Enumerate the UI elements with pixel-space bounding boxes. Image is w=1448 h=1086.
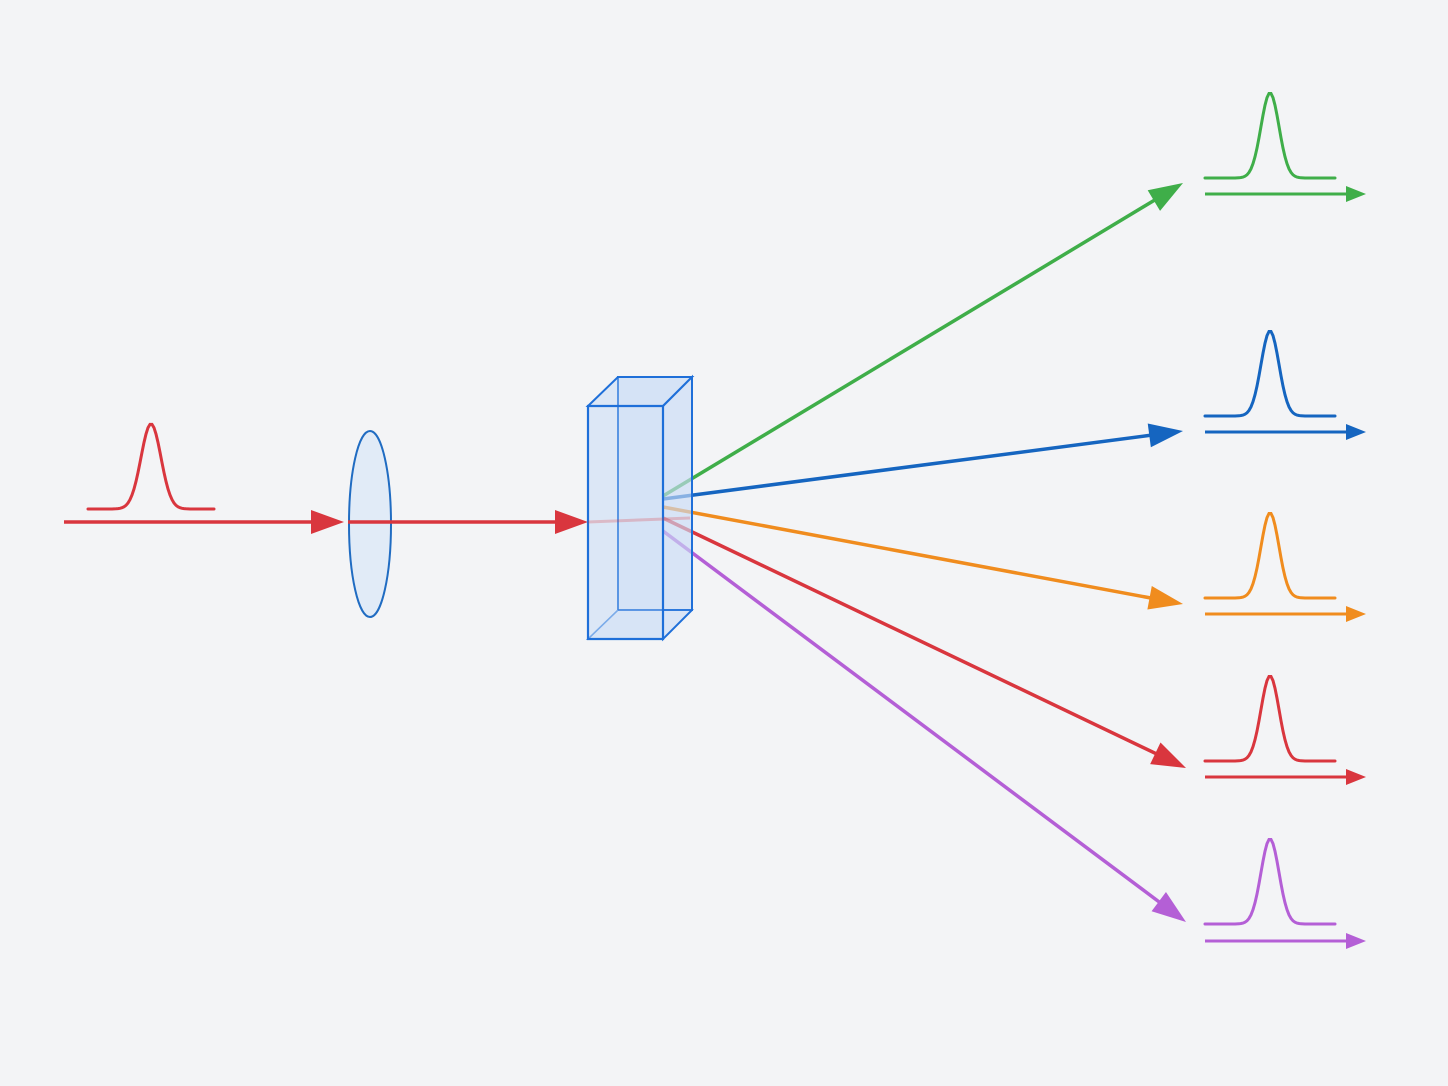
output-beam-red <box>662 516 1366 785</box>
output-beam-green <box>662 92 1366 498</box>
output-pulse-icon-orange <box>1203 512 1337 600</box>
output-pulse-icon-red <box>1203 675 1337 763</box>
output-ray-arrowhead-blue <box>1147 423 1183 448</box>
output-ray-green <box>662 198 1157 498</box>
output-ray-arrowhead-green <box>1147 183 1183 211</box>
output-pulse-icon-purple <box>1203 838 1337 926</box>
input-beam-group <box>64 422 344 534</box>
output-ray-arrowhead-orange <box>1147 585 1183 610</box>
output-ray-arrowhead-purple <box>1151 892 1186 922</box>
input-beam-arrowhead-1 <box>311 510 344 534</box>
output-axis-arrowhead-red <box>1346 769 1366 785</box>
beam-inside-crystal <box>587 516 691 524</box>
output-pulse-icon-blue <box>1203 330 1337 418</box>
output-axis-arrowhead-orange <box>1346 606 1366 622</box>
output-beam-orange <box>662 505 1366 622</box>
output-ray-red <box>662 516 1158 756</box>
crystal-side-face <box>662 374 693 642</box>
crystal-block-icon <box>585 374 695 642</box>
crystal-front-face <box>586 404 665 641</box>
convex-lens-icon <box>348 430 392 618</box>
output-ray-orange <box>662 505 1152 600</box>
output-pulse-icon-green <box>1203 92 1337 180</box>
output-axis-arrowhead-green <box>1346 186 1366 202</box>
output-beam-blue <box>662 330 1366 501</box>
input-beam-arrowhead-2 <box>555 510 588 534</box>
output-axis-arrowhead-blue <box>1346 424 1366 440</box>
output-ray-blue <box>662 433 1152 501</box>
output-axis-arrowhead-purple <box>1346 933 1366 949</box>
lens <box>348 430 392 618</box>
input-pulse-icon <box>86 422 216 511</box>
output-beam-purple <box>661 529 1366 949</box>
focused-beam-group <box>348 510 588 534</box>
output-beams <box>661 92 1366 949</box>
output-ray-purple <box>661 529 1162 905</box>
output-ray-arrowhead-red <box>1150 742 1186 768</box>
